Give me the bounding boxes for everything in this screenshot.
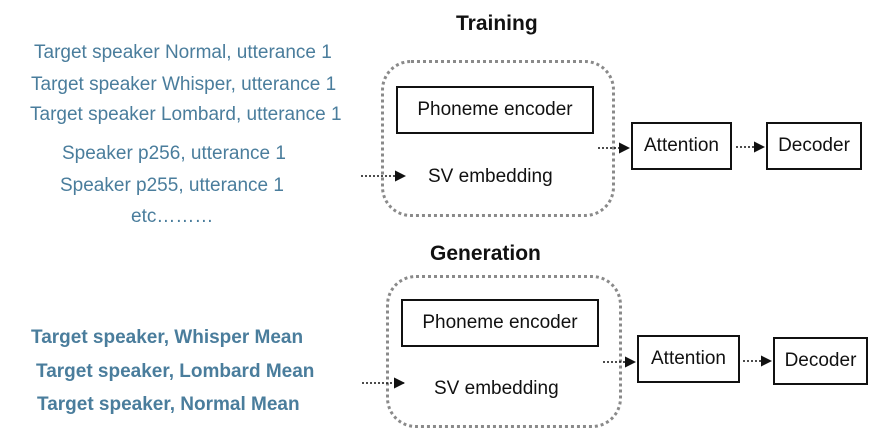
training-input-4: Speaker p256, utterance 1 xyxy=(62,143,286,164)
training-sv-embedding-label: SV embedding xyxy=(428,166,553,187)
training-input-1: Target speaker Normal, utterance 1 xyxy=(34,42,332,63)
training-input-3: Target speaker Lombard, utterance 1 xyxy=(30,104,342,125)
generation-input-2: Target speaker, Lombard Mean xyxy=(36,361,315,382)
generation-phoneme-encoder-box: Phoneme encoder xyxy=(401,299,599,347)
training-encoder-group xyxy=(381,60,615,217)
generation-encoder-group xyxy=(386,275,622,428)
generation-title: Generation xyxy=(430,242,541,265)
training-input-5: Speaker p255, utterance 1 xyxy=(60,175,284,196)
generation-input-3: Target speaker, Normal Mean xyxy=(37,394,300,415)
training-decoder-box: Decoder xyxy=(766,122,862,170)
generation-sv-embedding-label: SV embedding xyxy=(434,378,559,399)
training-attention-box: Attention xyxy=(631,122,732,170)
training-title: Training xyxy=(456,12,538,35)
training-phoneme-encoder-box: Phoneme encoder xyxy=(396,86,594,134)
training-input-6: etc……… xyxy=(131,206,214,227)
generation-decoder-box: Decoder xyxy=(773,337,868,385)
generation-attention-box: Attention xyxy=(637,335,740,383)
generation-input-1: Target speaker, Whisper Mean xyxy=(31,327,304,348)
training-input-2: Target speaker Whisper, utterance 1 xyxy=(31,74,337,95)
